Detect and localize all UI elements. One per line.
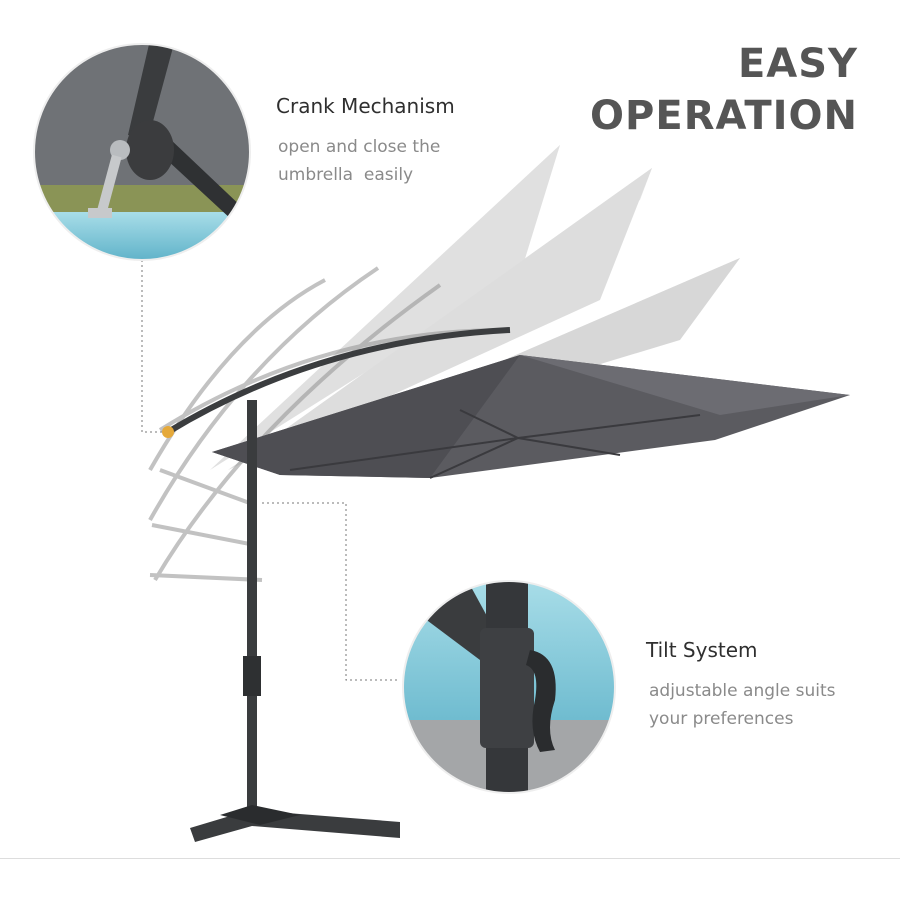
umbrella-canopy: [212, 355, 850, 479]
crank-desc-line-1: open and close the: [278, 137, 441, 157]
headline-line-2: OPERATION: [590, 93, 858, 139]
tilt-system-title: Tilt System: [646, 638, 758, 662]
tilt-system-inset: [403, 581, 615, 793]
cross-base: [190, 805, 400, 842]
tilt-desc-line-2: your preferences: [649, 709, 794, 729]
crank-desc-line-2: umbrella easily: [278, 165, 414, 185]
tilt-desc-line-1: adjustable angle suits: [649, 681, 836, 701]
umbrella-pole: [243, 400, 261, 820]
bottom-divider: [0, 858, 900, 859]
crank-mechanism-inset: [34, 44, 250, 260]
umbrella-arm: [166, 327, 511, 435]
crank-mechanism-description: open and close the umbrella easily: [278, 133, 440, 189]
tilt-system-description: adjustable angle suits your preferences: [649, 677, 835, 733]
headline: EASY OPERATION: [438, 38, 858, 142]
crank-mechanism-title: Crank Mechanism: [276, 94, 455, 118]
headline-line-1: EASY: [737, 41, 858, 87]
leader-lines: [141, 260, 400, 681]
